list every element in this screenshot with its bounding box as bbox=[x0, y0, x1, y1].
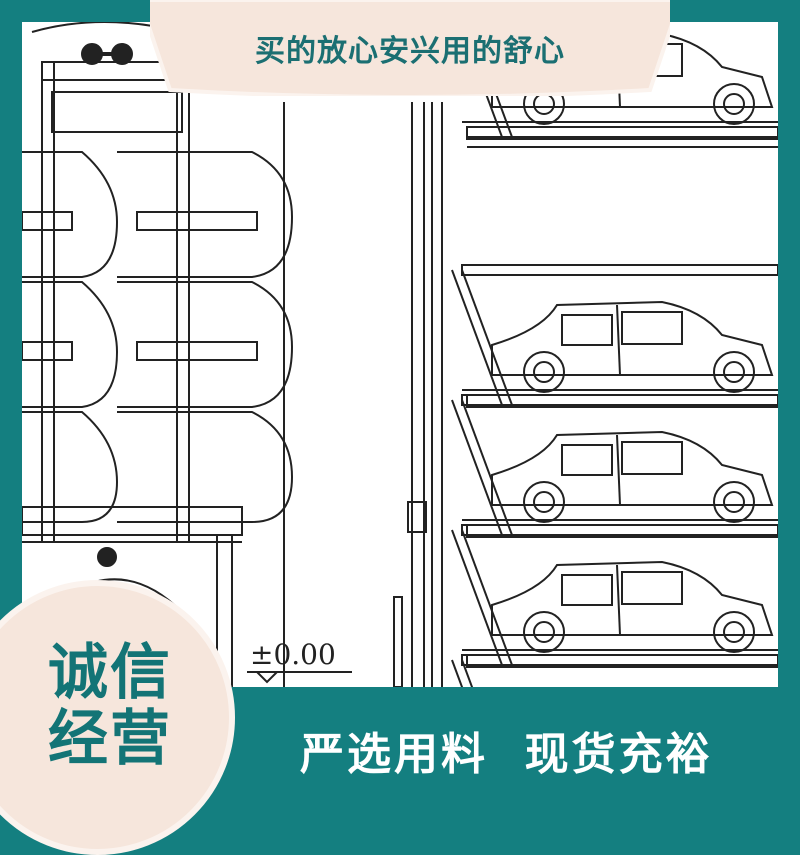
center-dimension-line bbox=[283, 102, 427, 687]
badge-text: 诚信 经营 bbox=[48, 640, 198, 772]
footer-slogan: 严选用料 现货充裕 bbox=[300, 729, 713, 780]
badge-line-2: 经营 bbox=[48, 704, 172, 774]
elevation-marker bbox=[247, 671, 352, 684]
banner-title: 买的放心安兴用的舒心 bbox=[255, 34, 565, 69]
ad-frame: ±0.00 买的放心安兴用的舒心 诚信 经营 严选用料 现货充裕 bbox=[0, 0, 778, 855]
car-level bbox=[451, 394, 778, 538]
car-level bbox=[451, 654, 778, 687]
left-lift-tower bbox=[22, 22, 294, 687]
parking-lift-drawing: ±0.00 bbox=[22, 22, 778, 687]
elevation-label: ±0.00 bbox=[250, 638, 336, 671]
car-level bbox=[451, 524, 778, 668]
car-level bbox=[451, 264, 778, 408]
right-parking-rack bbox=[431, 102, 778, 687]
top-banner: 买的放心安兴用的舒心 bbox=[150, 0, 670, 96]
badge-line-1: 诚信 bbox=[48, 638, 172, 708]
